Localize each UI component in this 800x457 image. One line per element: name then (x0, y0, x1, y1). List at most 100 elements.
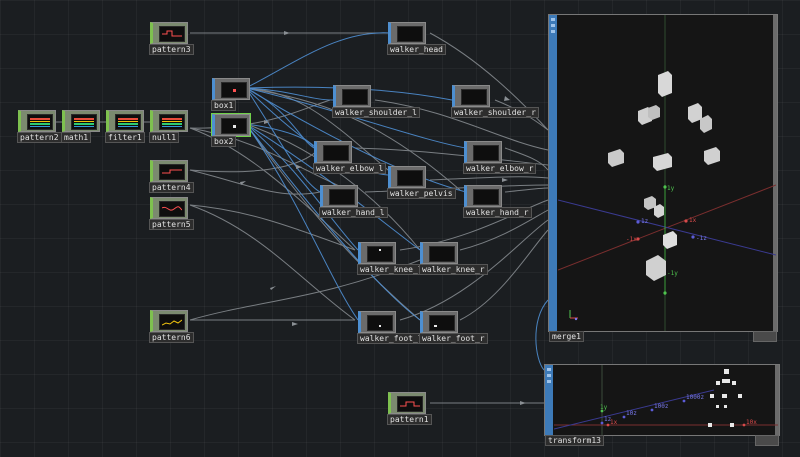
node-walker-shoulder-l[interactable]: walker_shoulder_l (332, 85, 420, 118)
node-pattern3[interactable]: pattern3 (149, 22, 194, 55)
node-walker-pelvis[interactable]: walker_pelvis (387, 166, 456, 199)
node-pattern2[interactable]: pattern2 (17, 110, 62, 143)
node-tile (420, 242, 458, 264)
node-label: walker_knee_l (357, 264, 426, 275)
node-label: walker_elbow_l (313, 163, 387, 174)
node-walker-hand-r[interactable]: walker_hand_r (463, 185, 532, 218)
node-pattern1[interactable]: pattern1 (387, 392, 432, 425)
node-thumbnail (159, 164, 185, 180)
node-label: walker_hand_r (463, 207, 532, 218)
node-thumbnail (159, 314, 185, 330)
node-label: pattern5 (149, 219, 194, 230)
node-label: null1 (149, 132, 180, 143)
walker-points (708, 369, 742, 427)
node-pattern4[interactable]: pattern4 (149, 160, 194, 193)
viewer-transform13[interactable]: 1y 1x 10x 1z 10z 100z 1000z transform13 (544, 364, 780, 446)
t-axis-label-10z: 10z (626, 410, 637, 417)
walker-cubes (608, 71, 720, 281)
node-tile (211, 113, 251, 137)
node-thumbnail (397, 396, 423, 412)
axis-label-x-right: 1x (689, 217, 697, 224)
t-axis-label-1000z: 1000z (686, 394, 704, 401)
node-box1[interactable]: box1 (211, 78, 252, 111)
node-thumbnail (461, 89, 487, 105)
node-thumbnail (71, 114, 97, 130)
node-thumbnail (221, 118, 247, 134)
node-math1[interactable]: math1 (61, 110, 102, 143)
node-label: filter1 (105, 132, 145, 143)
node-thumbnail (473, 189, 499, 205)
node-thumbnail (397, 170, 423, 186)
node-label: walker_shoulder_l (332, 107, 420, 118)
node-label: pattern3 (149, 44, 194, 55)
node-label: pattern1 (387, 414, 432, 425)
viewer-buttons[interactable] (753, 331, 777, 342)
node-walker-elbow-r[interactable]: walker_elbow_r (463, 141, 537, 174)
node-thumbnail (159, 201, 185, 217)
node-thumbnail (473, 145, 499, 161)
node-walker-hand-l[interactable]: walker_hand_l (319, 185, 388, 218)
node-tile (62, 110, 100, 132)
node-thumbnail (397, 26, 423, 42)
t-axis-label-1y: 1y (600, 404, 608, 411)
viewer-label: transform13 (545, 435, 604, 446)
merge1-3d-view[interactable]: 1y -1y -1x 1x 1z -1z (558, 15, 776, 331)
viewer-label: merge1 (549, 331, 584, 342)
node-tile (358, 242, 396, 264)
node-tile (388, 392, 426, 414)
node-tile (358, 311, 396, 333)
node-null1[interactable]: null1 (149, 110, 190, 143)
viewer-side-strip[interactable] (549, 15, 557, 331)
node-walker-knee-l[interactable]: walker_knee_l (357, 242, 426, 275)
node-tile (388, 166, 426, 188)
node-label: walker_hand_l (319, 207, 388, 218)
t-axis-label-10x: 10x (746, 419, 757, 426)
node-label: box1 (211, 100, 237, 111)
viewer-scrollbar[interactable] (773, 15, 777, 331)
axis-label-y-top: 1y (667, 185, 675, 192)
node-thumbnail (342, 89, 368, 105)
node-filter1[interactable]: filter1 (105, 110, 146, 143)
viewer-buttons[interactable] (755, 435, 779, 446)
node-thumbnail (323, 145, 349, 161)
axis-label-x-left: -1x (626, 236, 637, 243)
node-walker-foot-l[interactable]: walker_foot_l (357, 311, 426, 344)
node-thumbnail (367, 315, 393, 331)
node-walker-shoulder-r[interactable]: walker_shoulder_r (451, 85, 539, 118)
node-label: walker_knee_r (419, 264, 488, 275)
t-axis-label-1x: 1x (610, 419, 618, 426)
node-label: walker_foot_r (419, 333, 488, 344)
node-thumbnail (159, 26, 185, 42)
node-tile (314, 141, 352, 163)
viewer-merge1[interactable]: 1y -1y -1x 1x 1z -1z (548, 14, 778, 342)
t-axis-label-100z: 100z (654, 403, 669, 410)
node-walker-head[interactable]: walker_head (387, 22, 446, 55)
node-thumbnail (329, 189, 355, 205)
node-tile (150, 22, 188, 44)
node-tile (150, 110, 188, 132)
node-box2[interactable]: box2 (211, 113, 252, 147)
node-label: walker_foot_l (357, 333, 426, 344)
node-thumbnail (115, 114, 141, 130)
viewer-side-strip[interactable] (545, 365, 553, 435)
node-tile (388, 22, 426, 44)
node-tile (212, 78, 250, 100)
node-label: math1 (61, 132, 92, 143)
node-pattern6[interactable]: pattern6 (149, 310, 194, 343)
node-tile (464, 185, 502, 207)
node-walker-foot-r[interactable]: walker_foot_r (419, 311, 488, 344)
viewer-scrollbar[interactable] (775, 365, 779, 435)
node-thumbnail (27, 114, 53, 130)
node-label: box2 (211, 136, 237, 147)
node-pattern5[interactable]: pattern5 (149, 197, 194, 230)
node-tile (18, 110, 56, 132)
node-walker-elbow-l[interactable]: walker_elbow_l (313, 141, 387, 174)
node-tile (452, 85, 490, 107)
node-label: walker_head (387, 44, 446, 55)
node-walker-knee-r[interactable]: walker_knee_r (419, 242, 488, 275)
transform13-3d-view[interactable]: 1y 1x 10x 1z 10z 100z 1000z (554, 365, 778, 435)
node-tile (150, 197, 188, 219)
node-tile (333, 85, 371, 107)
node-thumbnail (429, 315, 455, 331)
